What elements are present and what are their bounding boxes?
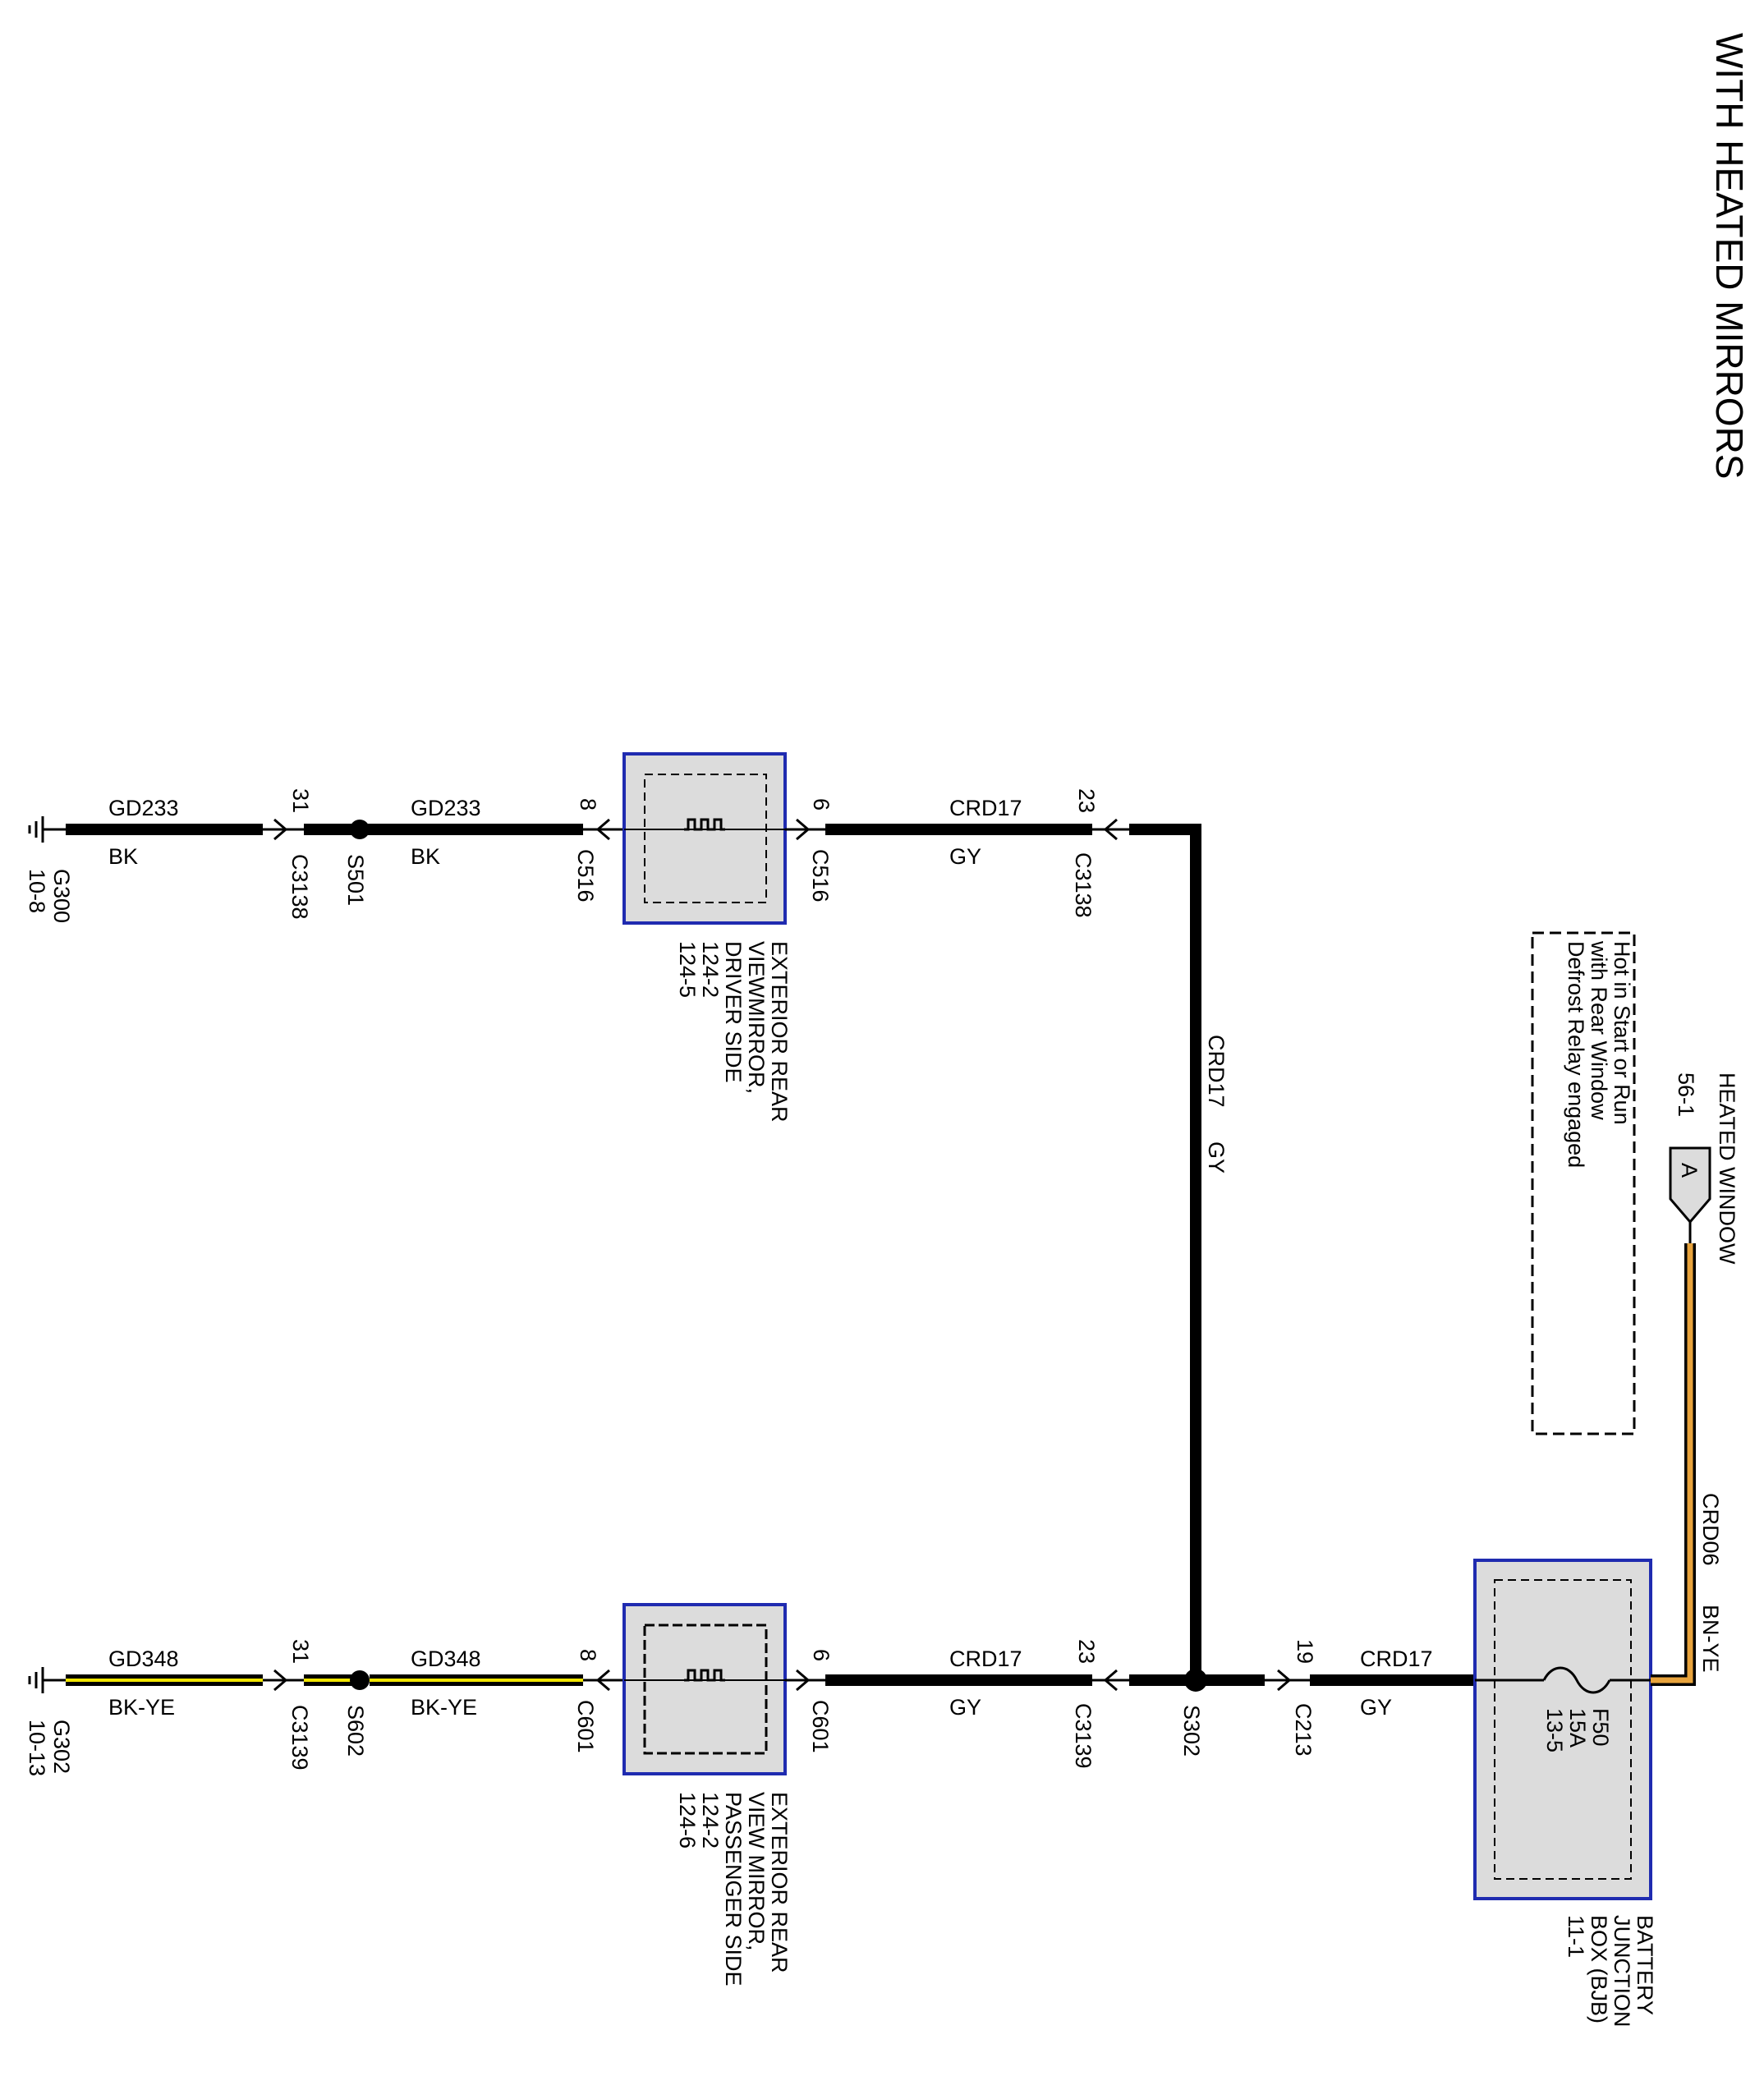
wire-color-label: GY [1204,1141,1229,1173]
connector-pin: 23 [1074,788,1099,813]
offpage-letter: A [1677,1163,1702,1178]
ground-icon [28,1667,66,1693]
bjb-label: BATTERY JUNCTION BOX (BJB) 11-1 [1564,1915,1657,2033]
fuse-label: F50 15A 13-5 [1542,1708,1613,1752]
module-inner-dash [1494,1579,1632,1880]
note-box [1531,931,1636,1435]
connector-pin: 8 [576,1649,600,1661]
connector-name: C3139 [1071,1703,1096,1769]
note-text: Hot in Start or Run with Rear Window Def… [1564,940,1634,1168]
wire-color-label: BN-YE [1698,1605,1723,1673]
ground-page: 10-8 [25,869,49,913]
top-circuit: G300 10-8 GD233 BK 31 C3138 S501 GD233 B… [25,752,1229,1680]
connector-name: C601 [808,1700,833,1753]
mirror-module-passenger [622,1603,787,1775]
ground-page: 10-13 [25,1720,49,1776]
wire-circuit-label: GD233 [411,796,481,820]
connector-arrow-icon [1103,818,1118,841]
feed-wire: CRD06 BN-YE A 56-1 HEATED WINDOW Hot in … [1531,931,1739,1686]
wire-circuit-label: CRD17 [1204,1035,1229,1108]
connector-arrow-icon [1277,1669,1292,1692]
connector-name: C3139 [287,1705,312,1771]
wire-color-label: BK-YE [108,1695,175,1720]
component-label: EXTERIOR REAR VIEWMIRROR, DRIVER SIDE 12… [675,941,792,1128]
splice-name: S501 [343,854,368,906]
connector-pin: 6 [809,798,834,811]
connector-arrow-icon [796,818,811,841]
connector-pin: 8 [576,798,600,811]
connector-pin: 19 [1293,1639,1317,1664]
feed-wire-outline [1651,1243,1696,1686]
offpage-connector-icon [1669,1146,1711,1224]
offpage-page: 56-1 [1674,1072,1698,1117]
wire-color-label: BK [411,844,440,869]
ground-icon [28,816,66,843]
wire-color-label: BK [108,844,138,869]
ground-name: G302 [49,1720,74,1774]
battery-junction-box: F50 15A 13-5 BATTERY JUNCTION BOX (BJB) … [1473,1559,1657,2033]
splice-dot [1184,1669,1207,1692]
connector-name: C213 [1291,1703,1316,1757]
connector-name: C3138 [1071,852,1096,918]
module-inner-dash [643,1624,768,1755]
wire-circuit-label: CRD06 [1698,1493,1723,1566]
connector-name: C3138 [287,854,312,920]
connector-arrow-icon [273,818,288,841]
connector-arrow-icon [273,1669,288,1692]
bottom-circuit: G302 10-13 GD348 BK-YE 31 C3139 S602 GD3… [25,1603,1475,1992]
wire-circuit-label: CRD17 [949,1647,1022,1671]
wire-circuit-label: GD233 [108,796,179,820]
splice-name: S602 [343,1705,368,1757]
heater-element-icon [684,818,725,831]
fuse-icon [1542,1666,1611,1694]
mirror-module-driver [622,752,787,925]
wire-color-label: BK-YE [411,1695,477,1720]
wire-circuit-label: GD348 [108,1647,179,1671]
connector-arrow-icon [595,818,610,841]
module-inner-dash [644,774,767,903]
connector-arrow-icon [595,1669,610,1692]
diagram-title: WITH HEATED MIRRORS [1708,33,1751,479]
wire-circuit-label: GD348 [411,1647,481,1671]
connector-name: C516 [573,849,598,903]
connector-pin: 23 [1074,1639,1099,1664]
connector-pin: 31 [288,788,313,813]
splice-name: S302 [1179,1705,1204,1757]
connector-pin: 31 [288,1639,313,1664]
bjb-module [1473,1559,1652,1900]
splice-dot [350,1670,370,1690]
wire-circuit-label: CRD17 [949,796,1022,820]
connector-name: C601 [573,1700,598,1753]
connector-name: C516 [808,849,833,903]
connector-arrow-icon [1103,1669,1118,1692]
wire-circuit-label: CRD17 [1360,1647,1433,1671]
wire-color-label: GY [1360,1695,1392,1720]
component-label: EXTERIOR REAR VIEW MIRROR, PASSENGER SID… [675,1792,792,1992]
wire-color-label: GY [949,1695,981,1720]
ground-name: G300 [49,869,74,923]
wire-color-label: GY [949,844,981,869]
feed-wire-stripe [1651,1243,1693,1683]
connector-pin: 6 [809,1649,834,1661]
connector-arrow-icon [796,1669,811,1692]
heater-element-icon [684,1669,725,1682]
offpage-label: HEATED WINDOW [1715,1072,1739,1265]
